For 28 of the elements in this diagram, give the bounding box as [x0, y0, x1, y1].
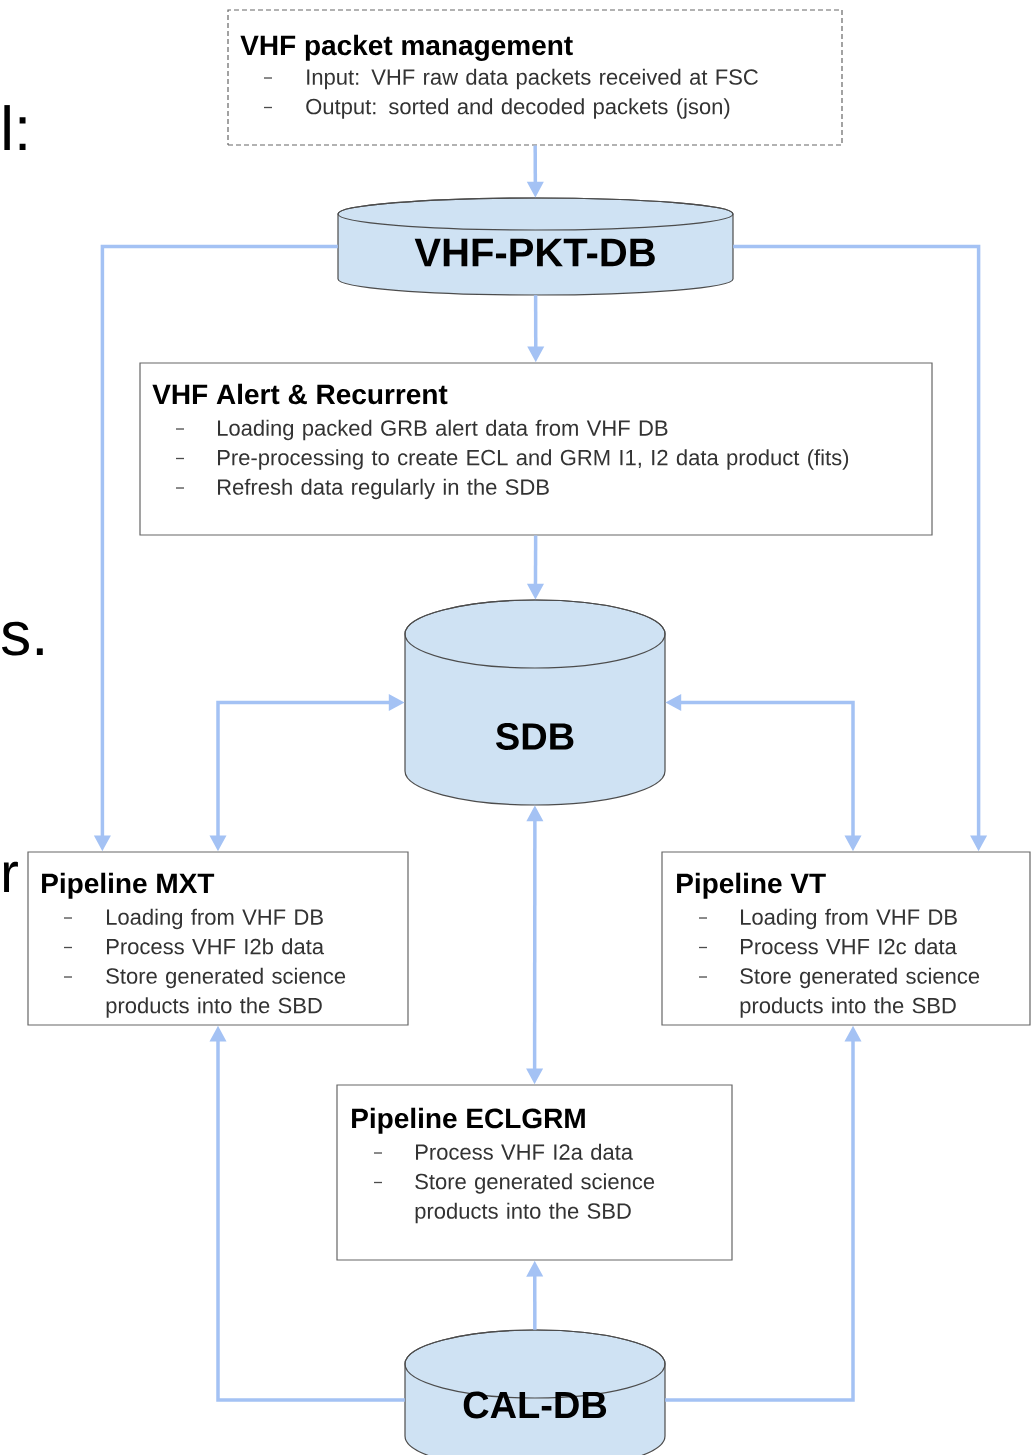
- box-heading: VHF Alert & Recurrent: [152, 383, 448, 405]
- bullet-item: Process VHF I2c data: [698, 938, 957, 955]
- bullet-item: Process VHF I2a data: [373, 1143, 634, 1160]
- text-fragment: s.: [1, 621, 43, 656]
- bullet-item: Input: VHF raw data packets received at FSC: [263, 68, 758, 90]
- box-heading: Pipeline MXT: [42, 872, 215, 899]
- process-box: [227, 9, 843, 146]
- bullet-item: Process VHF I2b data: [63, 938, 325, 955]
- bullet-item: Refresh data regularly in the SDB: [175, 478, 549, 500]
- box-heading: Pipeline ECLGRM: [352, 1107, 585, 1134]
- bullet-item: Store generated science products into the SBD: [373, 1173, 655, 1224]
- text-fragment: l:: [4, 105, 26, 150]
- process-box: [336, 1084, 733, 1261]
- database-cylinder: SDB: [404, 599, 666, 806]
- bullet-item: Loading from VHF DB: [63, 908, 323, 930]
- bullet-item: Loading packed GRB alert data from VHF DB: [175, 419, 668, 441]
- process-box: [139, 362, 933, 536]
- bullet-item: Pre-processing to create ECL and GRM I1, I2 data product (fits): [175, 449, 849, 470]
- bullet-item: Loading from VHF DB: [698, 908, 957, 930]
- database-cylinder: CAL-DB: [404, 1329, 666, 1455]
- process-box: [661, 851, 1031, 1026]
- box-heading: Pipeline VT: [677, 872, 826, 899]
- bullet-item: Store generated science products into the SBD: [63, 967, 346, 1018]
- bullet-item: Store generated science products into the SBD: [698, 967, 980, 1018]
- database-cylinder: VHF-PKT-DB: [337, 197, 734, 296]
- bullet-item: Output: sorted and decoded packets (json): [263, 98, 730, 119]
- box-heading: VHF packet management: [240, 34, 573, 61]
- process-box: [27, 851, 409, 1026]
